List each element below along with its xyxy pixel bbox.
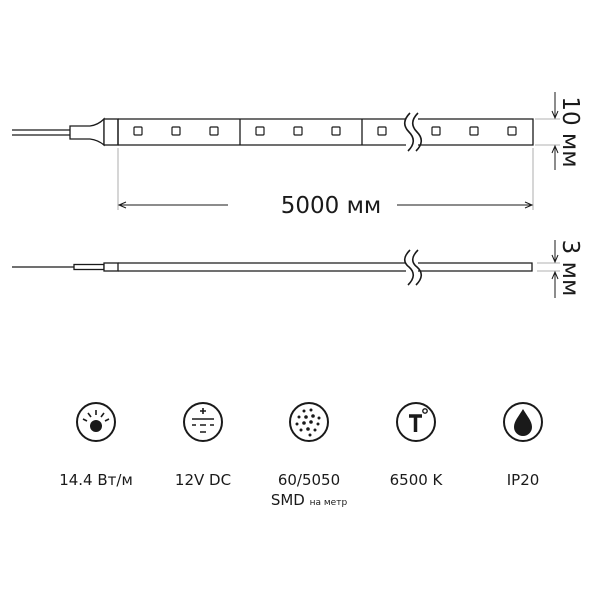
spec-led-sublabel: SMD [270,491,305,509]
width-dimension-lines [117,118,560,272]
spec-led-count: 60/5050 [277,471,341,489]
water-drop-icon [503,402,543,442]
strip-side-view [12,249,533,286]
width-label: 10 мм [557,96,583,167]
spec-ip-rating: IP20 [506,471,540,489]
brightness-icon [76,402,116,442]
temperature-icon [396,402,436,442]
spec-color-temperature: 6500 K [389,471,443,489]
dc-power-icon [183,402,223,442]
thickness-label: 3 мм [557,240,583,297]
length-label: 5000 мм [281,193,382,219]
spec-power: 14.4 Вт/м [59,471,133,489]
spec-voltage: 12V DC [174,471,232,489]
led-matrix-icon [289,402,329,442]
strip-top-view [12,112,534,152]
spec-led-type: SMD на метр [254,491,364,509]
dimension-arrows [117,92,559,298]
spec-led-note: на метр [309,498,348,508]
